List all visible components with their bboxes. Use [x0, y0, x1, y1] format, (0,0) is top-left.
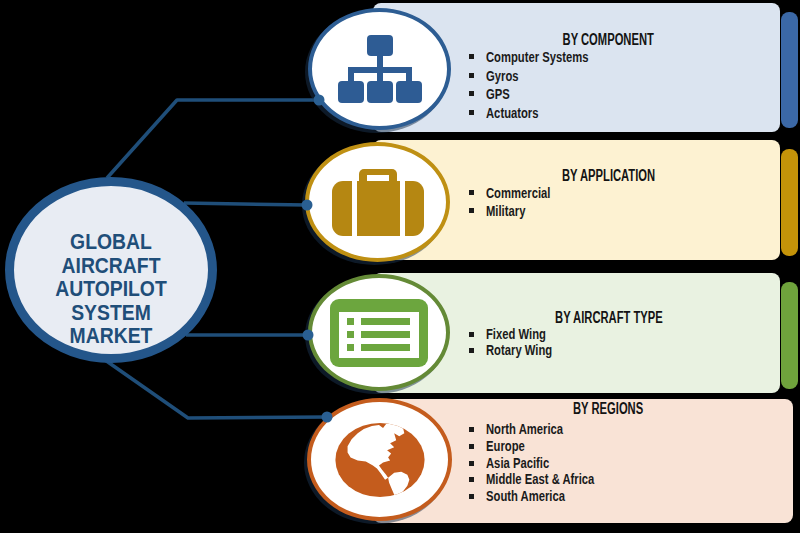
- connector-dots: [0, 0, 800, 533]
- infographic: BY COMPONENT Computer SystemsGyrosGPSAct…: [0, 0, 800, 533]
